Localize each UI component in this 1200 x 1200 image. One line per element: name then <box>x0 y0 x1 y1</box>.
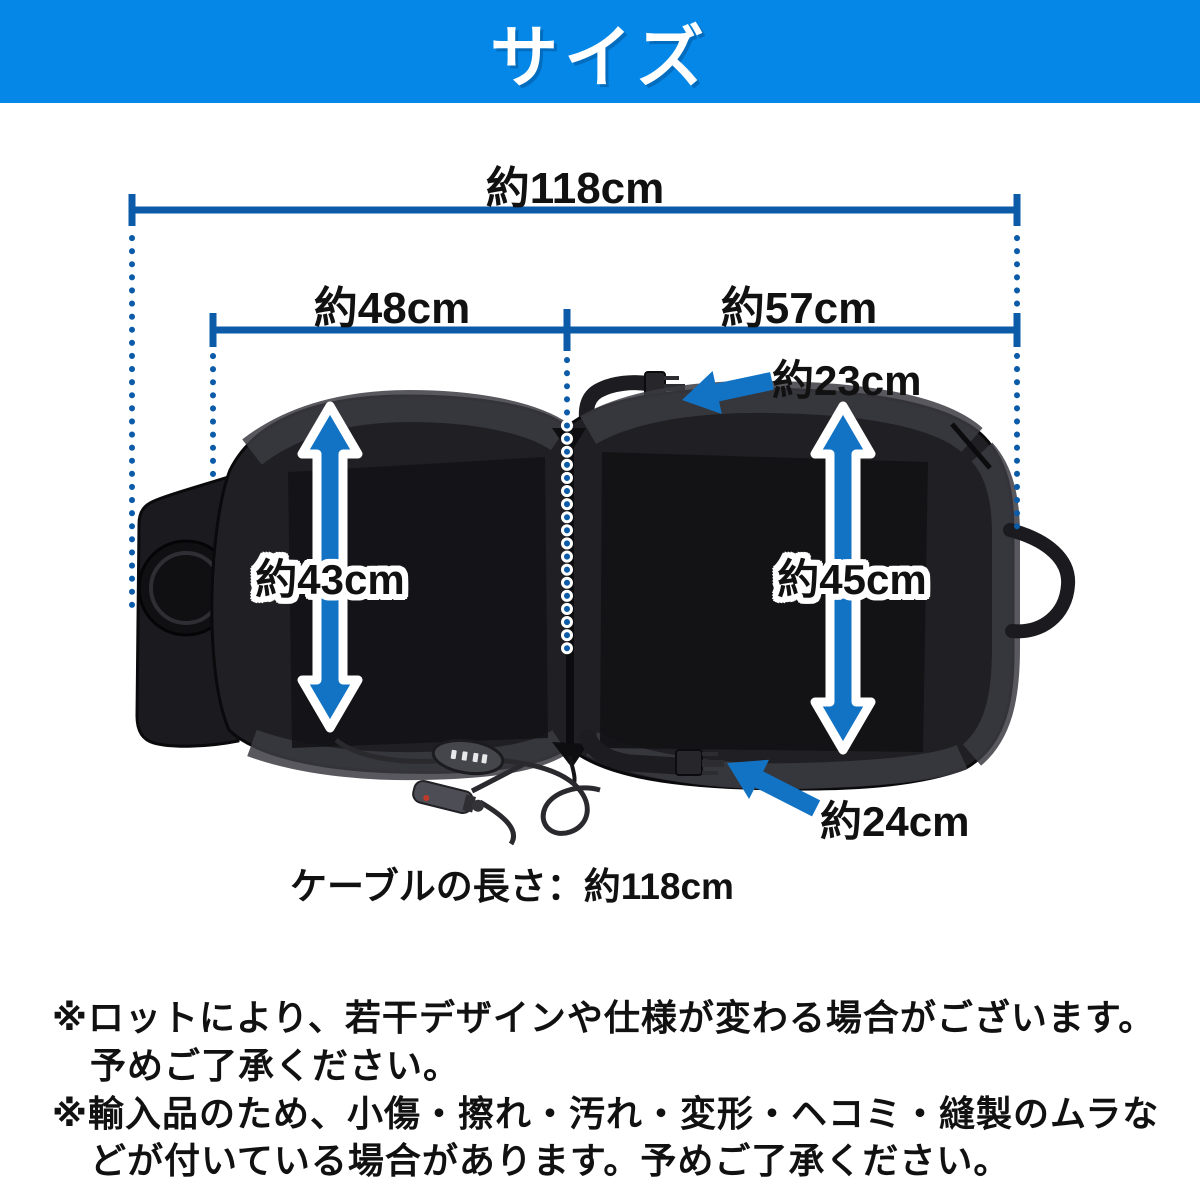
cable-length-note: ケーブルの長さ：約118cm <box>290 866 734 907</box>
page-title: サイズ <box>490 20 710 96</box>
section-header-banner: サイズ <box>0 0 1200 103</box>
middle-bottom-notch <box>552 742 588 768</box>
disclaimer-note-1-line-1: ※ロットにより、若干デザインや仕様が変わる場合がございます。 <box>52 997 1156 1038</box>
cable-controller <box>431 738 505 776</box>
dimension-label-back-height: 約43cm <box>255 556 405 603</box>
dimension-label-seat-width: 約57cm <box>720 284 878 333</box>
arrow-top-strap <box>682 370 774 415</box>
arrow-bottom-strap <box>727 759 821 817</box>
bottom-buckle <box>675 749 703 776</box>
arrow-back-height <box>297 401 363 733</box>
dimension-label-total-width: 約118cm <box>485 164 665 213</box>
disclaimer-note-1-line-2: 予めご了承ください。 <box>90 1045 461 1086</box>
bottom-strap <box>579 729 687 775</box>
dimension-label-top-strap: 約23cm <box>772 357 922 404</box>
corner-fold-seam <box>950 422 992 470</box>
dimension-lines <box>128 194 1021 658</box>
arrow-seat-height <box>810 401 876 755</box>
cigarette-plug <box>412 779 484 815</box>
bottom-buckle-prongs <box>702 752 724 775</box>
side-handle-strap <box>1003 523 1076 639</box>
disclaimer-note-2-line-1: ※輸入品のため、小傷・擦れ・汚れ・変形・ヘコミ・縫製のムラな <box>52 1093 1160 1134</box>
dimension-arrows <box>297 370 876 817</box>
seat-cushion-photo <box>135 371 1076 846</box>
dimension-label-seat-height: 約45cm <box>777 556 927 603</box>
disclaimer-note-2-line-2: どが付いている場合があります。予めご了承ください。 <box>90 1140 1011 1181</box>
left-heating-panel <box>288 457 548 748</box>
dimension-label-bottom-strap: 約24cm <box>820 798 970 845</box>
power-cable <box>334 738 601 846</box>
dimension-label-back-width: 約48cm <box>313 284 471 333</box>
